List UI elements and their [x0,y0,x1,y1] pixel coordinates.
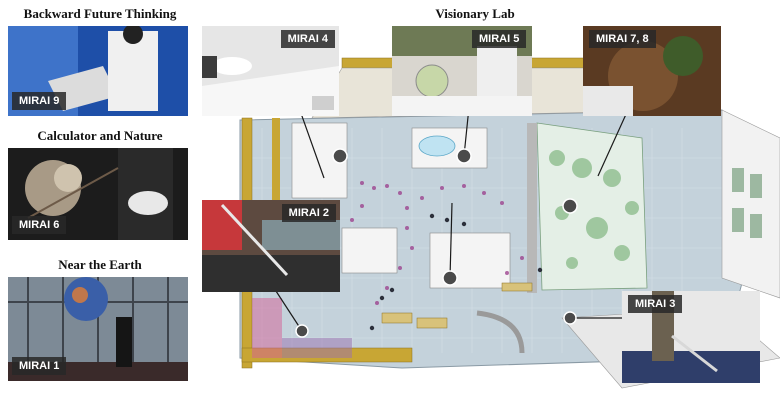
heading-near-the-earth: Near the Earth [58,257,142,272]
photo-mirai5: MIRAI 5 [392,26,532,116]
tag-mirai3: MIRAI 3 [628,295,683,313]
tag-mirai2: MIRAI 2 [281,204,336,222]
tag-mirai4: MIRAI 4 [280,30,335,48]
photo-mirai78: MIRAI 7, 8 [583,26,721,116]
tag-mirai78: MIRAI 7, 8 [589,30,656,48]
heading-calculator-and-nature: Calculator and Nature [37,128,163,143]
photo-mirai4: MIRAI 4 [202,26,339,116]
photo-mirai2: MIRAI 2 [202,200,340,292]
tag-mirai9: MIRAI 9 [12,92,67,110]
photo-mirai3: MIRAI 3 [622,291,760,383]
heading-backward-future-thinking: Backward Future Thinking [23,6,177,21]
tag-mirai6: MIRAI 6 [12,216,67,234]
photo-mirai1-image [8,277,188,381]
photo-mirai1: MIRAI 1 [8,277,188,381]
heading-visionary-lab: Visionary Lab [435,6,515,21]
photo-mirai6: MIRAI 6 [8,148,188,240]
tag-mirai1: MIRAI 1 [12,357,67,375]
tag-mirai5: MIRAI 5 [472,30,527,48]
photo-mirai9: MIRAI 9 [8,26,188,116]
photo-mirai3-image [622,291,760,383]
